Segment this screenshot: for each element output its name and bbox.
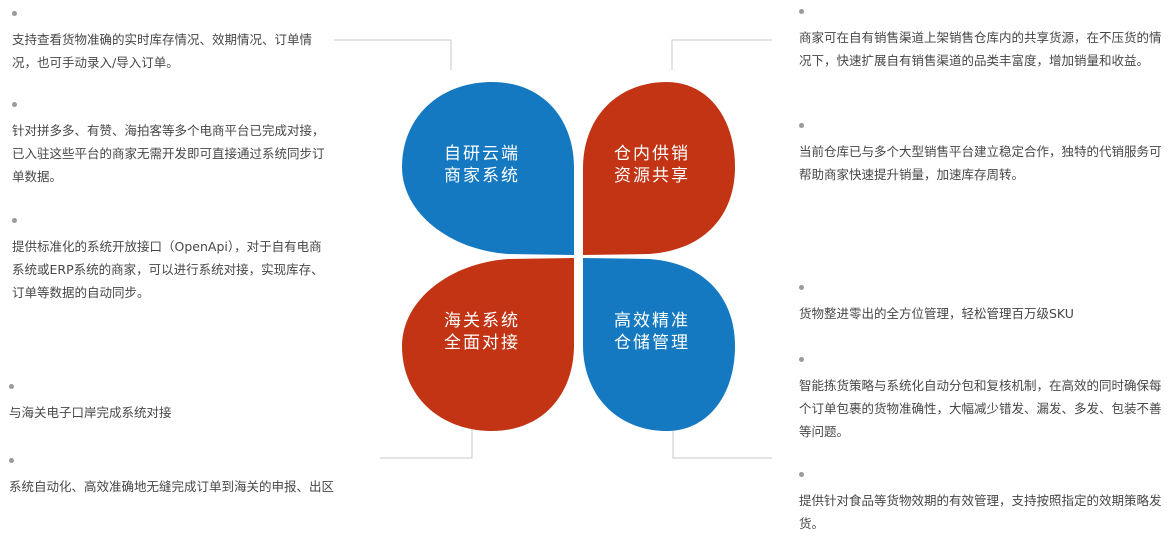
left-item-text: 提供标准化的系统开放接口（OpenApi），对于自有电商系统或ERP系统的商家，…: [12, 239, 324, 300]
petal-label-line: 仓储管理: [614, 333, 690, 353]
right-item-text: 货物整进零出的全方位管理，轻松管理百万级SKU: [799, 306, 1074, 321]
petal-label-line: 海关系统: [444, 311, 520, 331]
bullet-dot: [799, 357, 804, 362]
bullet-dot: [799, 472, 804, 477]
left-item-text: 针对拼多多、有赞、海拍客等多个电商平台已完成对接，已入驻这些平台的商家无需开发即…: [12, 123, 325, 184]
bullet-dot: [799, 285, 804, 290]
petal-bottom-left: [402, 258, 574, 431]
right-item-text: 当前仓库已与多个大型销售平台建立稳定合作，独特的代销服务可帮助商家快速提升销量，…: [799, 144, 1162, 182]
right-item-3: 货物整进零出的全方位管理，轻松管理百万级SKU: [799, 285, 1163, 325]
petal-bottom-right: [583, 258, 735, 431]
petal-label-bottom-left: 海关系统 全面对接: [422, 310, 542, 354]
right-item-text: 智能拣货策略与系统化自动分包和复核机制，在高效的同时确保每个订单包裹的货物准确性…: [799, 378, 1162, 439]
petal-label-top-left: 自研云端 商家系统: [422, 143, 542, 187]
left-item-5: 系统自动化、高效准确地无缝完成订单到海关的申报、出区: [9, 458, 389, 498]
petal-label-line: 自研云端: [444, 144, 520, 164]
bullet-dot: [12, 102, 17, 107]
right-item-text: 提供针对食品等货物效期的有效管理，支持按照指定的效期策略发货。: [799, 493, 1162, 531]
petal-top-right: [583, 82, 735, 255]
bullet-dot: [9, 458, 14, 463]
left-item-text: 系统自动化、高效准确地无缝完成订单到海关的申报、出区: [9, 479, 335, 494]
petal-label-line: 商家系统: [444, 166, 520, 186]
petal-label-line: 仓内供销: [614, 144, 690, 164]
left-item-3: 提供标准化的系统开放接口（OpenApi），对于自有电商系统或ERP系统的商家，…: [12, 218, 330, 304]
bullet-dot: [799, 123, 804, 128]
bullet-dot: [9, 384, 14, 389]
left-item-4: 与海关电子口岸完成系统对接: [9, 384, 369, 424]
bullet-dot: [799, 9, 804, 14]
left-item-1: 支持查看货物准确的实时库存情况、效期情况、订单情况，也可手动录入/导入订单。: [12, 11, 330, 74]
right-item-4: 智能拣货策略与系统化自动分包和复核机制，在高效的同时确保每个订单包裹的货物准确性…: [799, 357, 1163, 443]
right-item-text: 商家可在自有销售渠道上架销售仓库内的共享货源，在不压货的情况下，快速扩展自有销售…: [799, 30, 1162, 68]
petal-top-left: [402, 82, 574, 255]
petal-label-line: 高效精准: [614, 311, 690, 331]
left-item-text: 与海关电子口岸完成系统对接: [9, 405, 172, 420]
right-item-2: 当前仓库已与多个大型销售平台建立稳定合作，独特的代销服务可帮助商家快速提升销量，…: [799, 123, 1163, 186]
left-item-2: 针对拼多多、有赞、海拍客等多个电商平台已完成对接，已入驻这些平台的商家无需开发即…: [12, 102, 330, 188]
left-item-text: 支持查看货物准确的实时库存情况、效期情况、订单情况，也可手动录入/导入订单。: [12, 32, 313, 70]
bullet-dot: [12, 218, 17, 223]
petal-label-bottom-right: 高效精准 仓储管理: [592, 310, 712, 354]
bullet-dot: [12, 11, 17, 16]
petal-label-line: 全面对接: [444, 333, 520, 353]
petal-label-top-right: 仓内供销 资源共享: [592, 143, 712, 187]
right-item-1: 商家可在自有销售渠道上架销售仓库内的共享货源，在不压货的情况下，快速扩展自有销售…: [799, 9, 1163, 72]
petal-label-line: 资源共享: [614, 166, 690, 186]
right-item-5: 提供针对食品等货物效期的有效管理，支持按照指定的效期策略发货。: [799, 472, 1163, 535]
